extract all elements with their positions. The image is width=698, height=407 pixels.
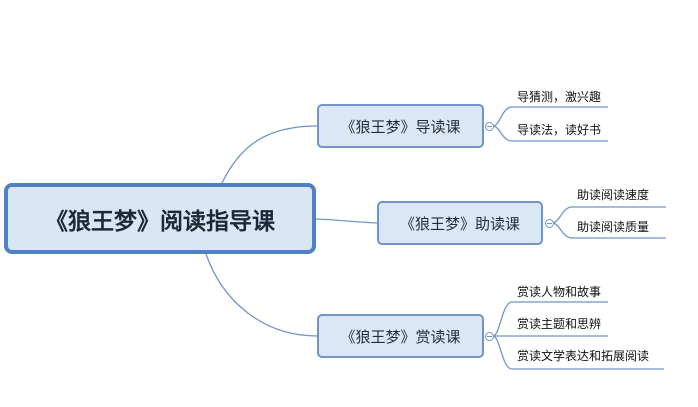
connector-root-b3	[205, 253, 318, 337]
connector-b2-leaf2	[551, 222, 666, 239]
connector-b2-leaf1	[551, 206, 666, 224]
collapse-toggle-icon[interactable]	[485, 122, 494, 131]
branch-topic-daodu[interactable]: 《狼王梦》导读课	[317, 104, 484, 148]
subtopic-leaf[interactable]: 导猜测，激兴趣	[517, 90, 602, 104]
collapse-toggle-icon[interactable]	[545, 219, 554, 228]
subtopic-leaf[interactable]: 赏读主题和思辨	[517, 317, 602, 331]
connector-b1-leaf2	[492, 125, 608, 142]
connector-root-b1	[221, 125, 318, 184]
subtopic-leaf[interactable]: 赏读人物和故事	[517, 285, 602, 299]
connector-b3-leaf3	[492, 335, 664, 370]
branch-topic-zhudu[interactable]: 《狼王梦》助读课	[377, 201, 543, 245]
connector-b1-leaf1	[492, 106, 608, 127]
subtopic-leaf[interactable]: 助读阅读质量	[577, 220, 650, 234]
root-topic-label: 《狼王梦》阅读指导课	[45, 208, 275, 235]
branch-topic-label: 《狼王梦》导读课	[340, 117, 461, 136]
subtopic-leaf[interactable]: 导读法，读好书	[517, 123, 602, 137]
subtopic-leaf[interactable]: 助读阅读速度	[577, 188, 650, 202]
connector-b3-leaf1	[492, 301, 608, 337]
root-topic[interactable]: 《狼王梦》阅读指导课	[4, 183, 316, 254]
branch-topic-label: 《狼王梦》助读课	[399, 214, 520, 233]
collapse-toggle-icon[interactable]	[485, 332, 494, 341]
branch-topic-shangdu[interactable]: 《狼王梦》赏读课	[317, 314, 484, 358]
branch-topic-label: 《狼王梦》赏读课	[340, 327, 461, 346]
subtopic-leaf[interactable]: 赏读文学表达和拓展阅读	[517, 349, 650, 363]
connector-root-b2	[315, 218, 378, 224]
